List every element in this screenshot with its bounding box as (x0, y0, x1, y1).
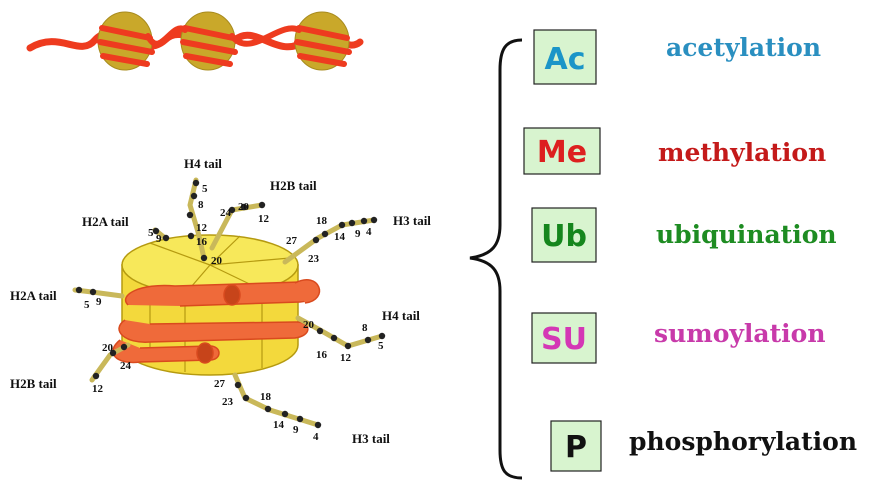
tail-h3-top (282, 217, 377, 265)
residue-number: 12 (196, 222, 208, 234)
residue-number: 18 (316, 215, 328, 227)
residue-number: 27 (214, 378, 226, 390)
label-h3-tail-bottom: H3 tail (352, 431, 390, 446)
dna-wraps (97, 25, 352, 67)
mod-abbr-p: P (565, 430, 587, 465)
residue-number: 23 (222, 396, 234, 408)
mod-abbr-me: Me (537, 135, 587, 170)
residue-number: 8 (198, 199, 204, 211)
nucleosome-core (112, 234, 321, 376)
residue-number: 20 (211, 255, 223, 267)
tail-labels: H4 tail H2B tail H3 tail H2A tail H2A ta… (10, 156, 431, 446)
label-h2a-tail-upper: H2A tail (82, 214, 129, 229)
label-h4-tail-top: H4 tail (184, 156, 222, 171)
label-h2b-tail-bottom: H2B tail (10, 376, 57, 391)
label-h3-tail-top: H3 tail (393, 213, 431, 228)
mod-name-phosphorylation: phosphorylation (629, 427, 857, 456)
mod-name-methylation: methylation (658, 138, 826, 167)
residue-number: 12 (92, 383, 104, 395)
residue-number: 14 (334, 231, 346, 243)
residue-beads (75, 179, 386, 429)
residue-number: 23 (308, 253, 320, 265)
residue-number: 27 (286, 235, 298, 247)
residue-number: 9 (293, 424, 299, 436)
label-h2b-tail-top: H2B tail (270, 178, 317, 193)
residue-number: 24 (120, 360, 132, 372)
mod-box-su (531, 312, 597, 364)
residue-number: 20 (102, 342, 114, 354)
residue-number: 12 (258, 213, 270, 225)
mod-box-p (550, 420, 602, 472)
residue-number: 16 (196, 236, 208, 248)
mod-abbr-su: SU (541, 322, 587, 357)
residue-numbers: 5 8 12 16 20 24 20 12 27 23 18 14 9 4 5 … (84, 183, 384, 443)
residue-number: 12 (340, 352, 352, 364)
residue-number: 20 (303, 319, 315, 331)
residue-number: 9 (156, 233, 162, 245)
residue-number: 5 (148, 227, 154, 239)
residue-number: 5 (202, 183, 208, 195)
residue-number: 9 (355, 228, 361, 240)
mod-name-sumoylation: sumoylation (654, 319, 826, 348)
mod-name-ubiquination: ubiquination (656, 220, 837, 249)
mod-name-acetylation: acetylation (666, 33, 821, 62)
chromatin-fiber (26, 11, 364, 71)
residue-number: 24 (220, 207, 232, 219)
residue-number: 16 (316, 349, 328, 361)
modification-legend: Ac acetylation Me methylation Ub ubiquin… (523, 29, 857, 472)
residue-number: 20 (238, 201, 250, 213)
residue-number: 8 (362, 322, 368, 334)
residue-number: 18 (260, 391, 272, 403)
label-h4-tail-right: H4 tail (382, 308, 420, 323)
residue-number: 4 (366, 226, 372, 238)
residue-number: 9 (96, 296, 102, 308)
residue-number: 5 (84, 299, 90, 311)
dna-superhelix (112, 279, 321, 364)
mod-abbr-ub: Ub (541, 219, 587, 254)
mod-box-ub (531, 207, 597, 263)
mod-box-ac (533, 29, 597, 85)
residue-number: 5 (378, 340, 384, 352)
label-h2a-tail-left: H2A tail (10, 288, 57, 303)
mod-abbr-ac: Ac (544, 42, 585, 77)
curly-brace (469, 38, 523, 480)
residue-number: 4 (313, 431, 319, 443)
residue-number: 14 (273, 419, 285, 431)
mod-box-me (523, 127, 601, 175)
tail-h4-top (187, 177, 207, 261)
